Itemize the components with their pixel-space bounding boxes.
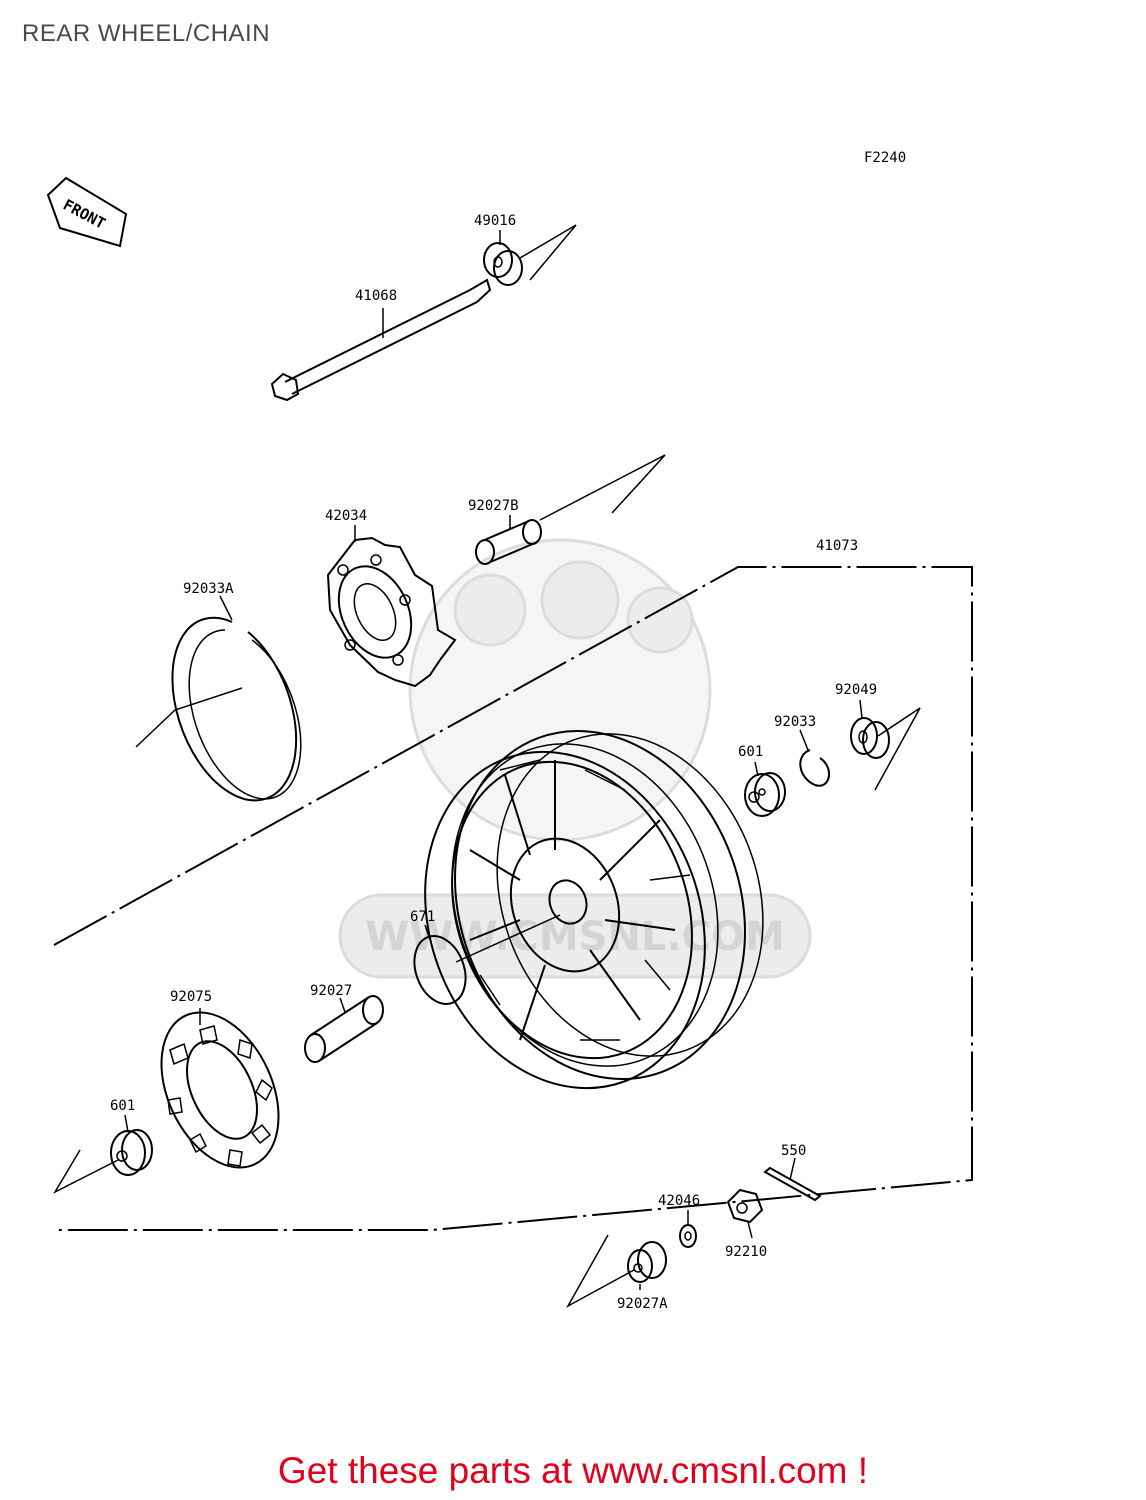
assembly-frame-41073 — [53, 566, 973, 1231]
damper-92075 — [160, 1008, 280, 1169]
part-label-92027A: 92027A — [617, 1296, 668, 1312]
part-label-41073: 41073 — [816, 538, 858, 554]
axle-41068 — [270, 278, 492, 402]
part-label-671: 671 — [410, 909, 435, 925]
part-label-92075: 92075 — [170, 989, 212, 1005]
part-label-92210: 92210 — [725, 1244, 767, 1260]
figure-code: F2240 — [864, 150, 906, 166]
circlip-92033A — [135, 595, 302, 802]
part-label-42034: 42034 — [325, 508, 367, 524]
part-label-550: 550 — [781, 1143, 806, 1159]
nut-92210 — [726, 1188, 764, 1239]
collar-92027A — [566, 1234, 667, 1308]
wheel-41073 — [424, 730, 764, 1090]
bearing-92049 — [850, 699, 921, 791]
promo-link[interactable]: Get these parts at www.cmsnl.com ! — [277, 1450, 869, 1491]
part-label-92027B: 92027B — [468, 498, 519, 514]
part-labels: 49016 41068 42034 92027B 41073 92033A 92… — [110, 213, 877, 1312]
part-label-92027: 92027 — [310, 983, 352, 999]
bearing-601-lower — [53, 1114, 153, 1194]
collar-49016 — [483, 224, 577, 286]
bearing-601-upper — [744, 761, 786, 817]
circlip-92033 — [799, 729, 830, 787]
cotter-pin-550 — [763, 1157, 822, 1202]
coupling-42034 — [326, 525, 457, 688]
part-label-92033A: 92033A — [183, 581, 234, 597]
part-label-601-upper: 601 — [738, 744, 763, 760]
washer-42046 — [679, 1210, 697, 1248]
page-title: REAR WHEEL/CHAIN — [22, 20, 271, 47]
watermark: WWW.CMSNL.COM — [338, 538, 812, 979]
part-label-49016: 49016 — [474, 213, 516, 229]
part-label-92033: 92033 — [774, 714, 816, 730]
spacer-92027B — [475, 454, 666, 565]
part-label-41068: 41068 — [355, 288, 397, 304]
part-label-601-lower: 601 — [110, 1098, 135, 1114]
part-label-42046: 42046 — [658, 1193, 700, 1209]
part-label-92049: 92049 — [835, 682, 877, 698]
oring-671 — [413, 914, 561, 1005]
spacer-92027 — [304, 995, 384, 1063]
front-arrow-icon: FRONT — [46, 176, 128, 248]
front-label: FRONT — [60, 196, 108, 233]
